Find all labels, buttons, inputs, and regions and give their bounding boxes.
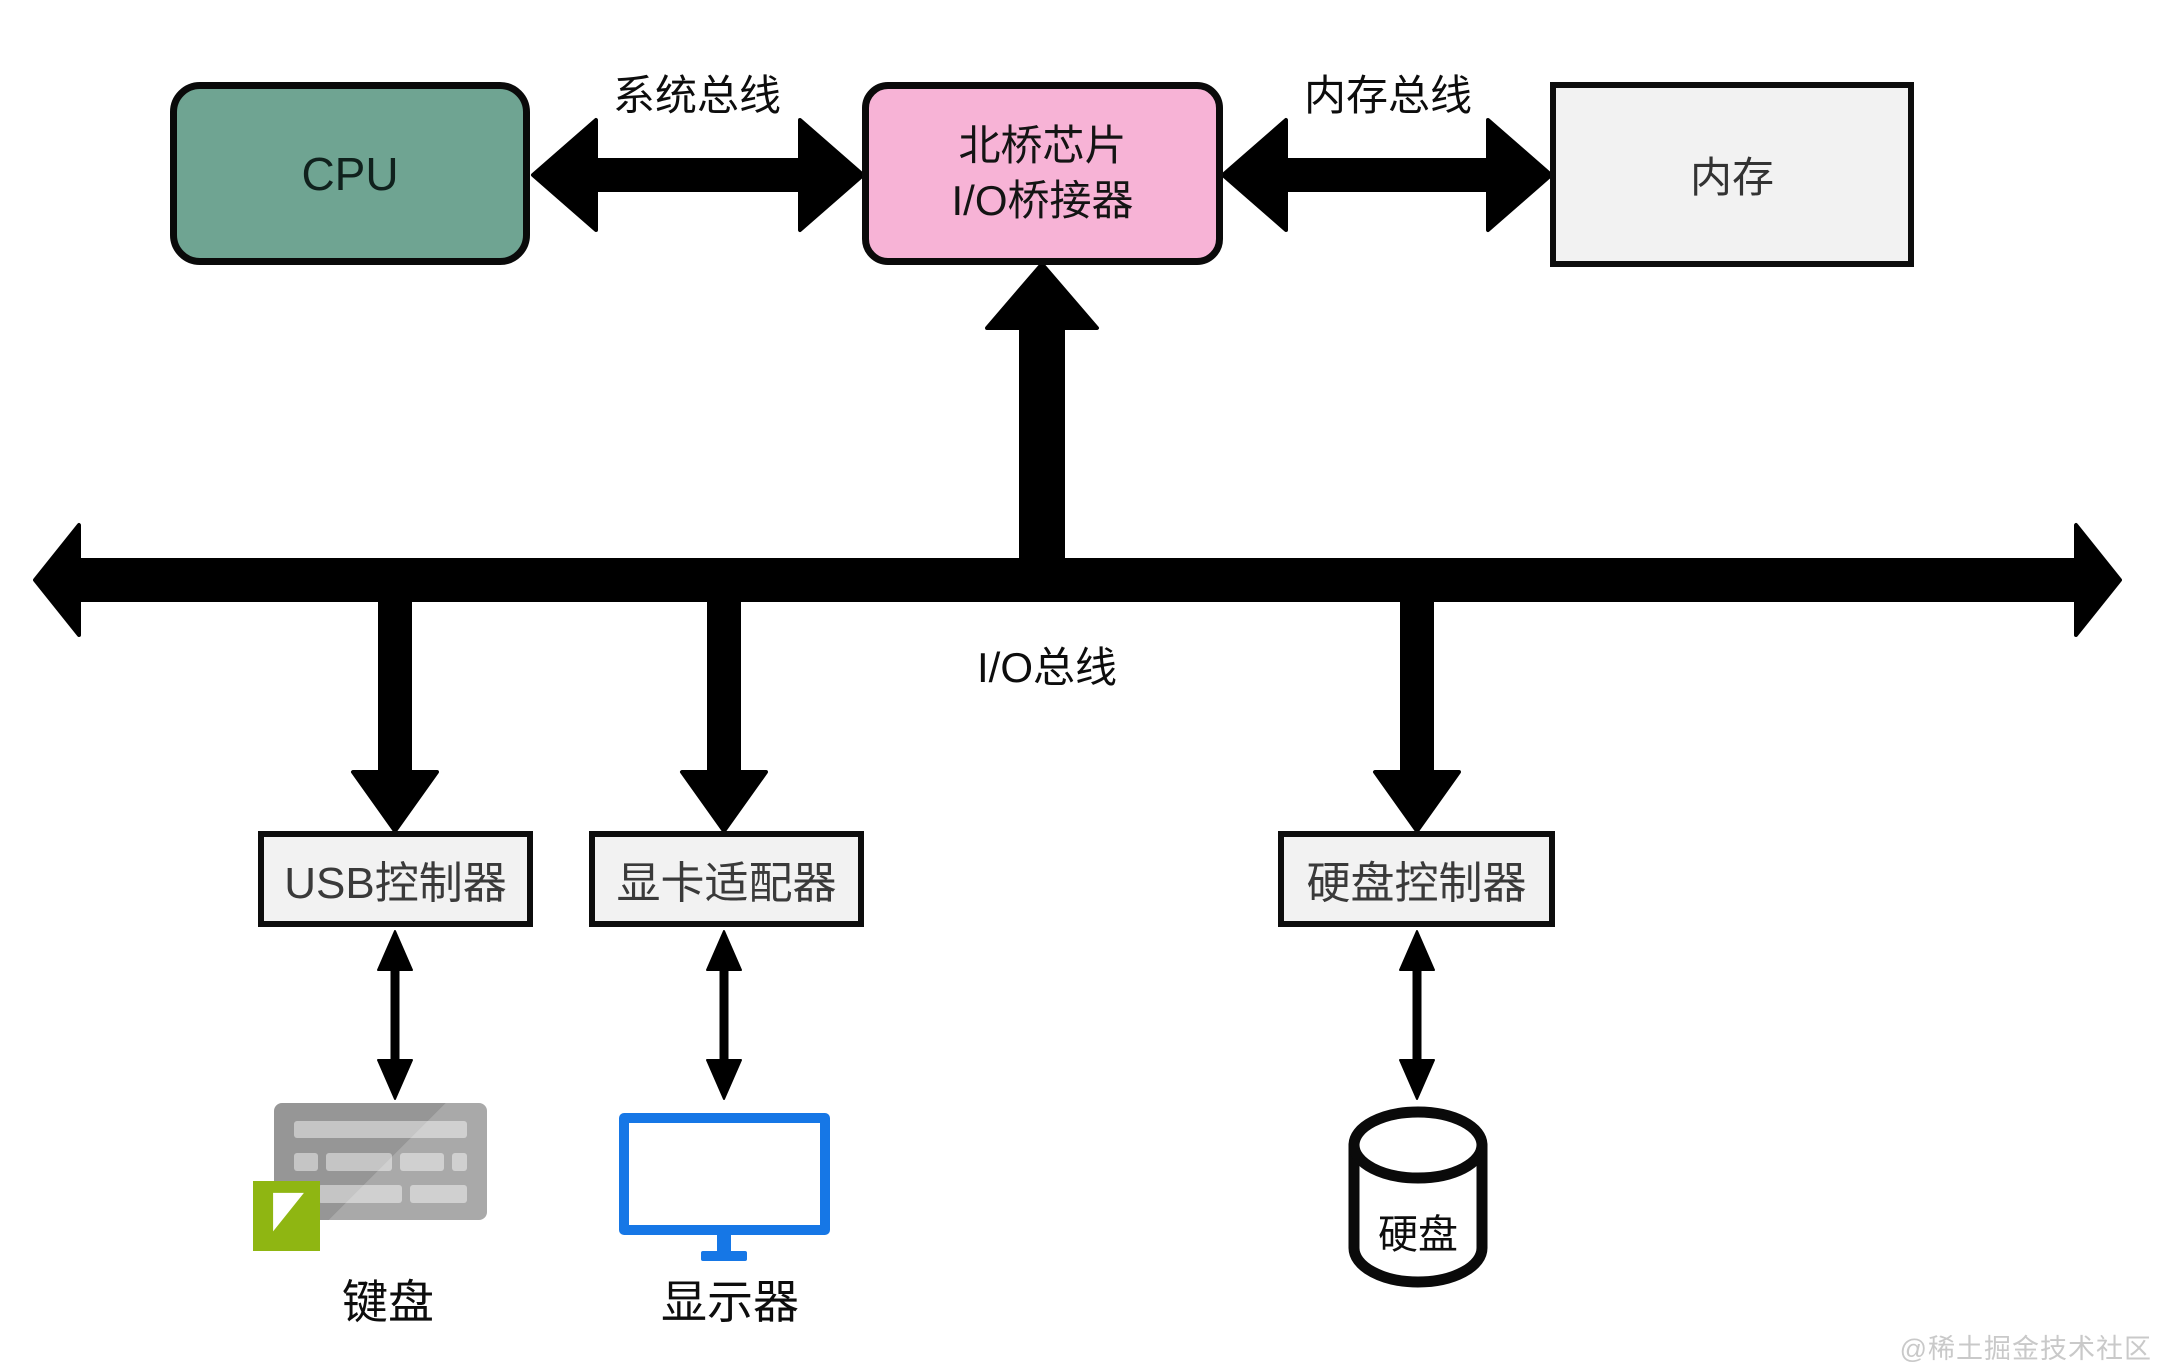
disk-controller-node: 硬盘控制器 <box>1278 831 1555 927</box>
graphics-adapter-label: 显卡适配器 <box>616 859 837 908</box>
io-bus-drop-graphics <box>680 596 768 833</box>
monitor-label: 显示器 <box>661 1276 799 1328</box>
keyboard-badge-triangle <box>273 1192 304 1232</box>
keyboard-key <box>294 1153 318 1171</box>
io-bus-drop-usb <box>351 596 439 833</box>
usb-keyboard-arrow <box>377 930 413 1100</box>
keyboard-label: 键盘 <box>342 1276 434 1328</box>
keyboard-key <box>400 1153 444 1171</box>
usb-controller-label: USB控制器 <box>284 859 507 908</box>
monitor-stand-base <box>701 1251 747 1261</box>
memory-label: 内存 <box>1689 154 1774 201</box>
northbridge-io-connector-arrow <box>985 262 1099 564</box>
graphics-monitor-arrow <box>706 930 742 1100</box>
memory-bus-label: 内存总线 <box>1303 72 1472 119</box>
disk-controller-disk-arrow <box>1399 930 1435 1100</box>
keyboard-key-row <box>294 1121 467 1138</box>
system-bus-arrow <box>531 118 865 232</box>
io-bus-bar <box>73 558 2082 602</box>
usb-controller-node: USB控制器 <box>258 831 533 927</box>
memory-node: 内存 <box>1550 82 1914 267</box>
keyboard-key <box>326 1153 392 1171</box>
graphics-adapter-node: 显卡适配器 <box>589 831 864 927</box>
cpu-label: CPU <box>301 147 399 200</box>
northbridge-label-line1: 北桥芯片 <box>958 121 1127 169</box>
keyboard-input-badge-icon <box>253 1181 320 1251</box>
memory-bus-arrow <box>1221 118 1553 232</box>
io-bus-left-arrowhead <box>33 523 81 637</box>
cpu-node: CPU <box>170 82 530 265</box>
northbridge-label-line2: I/O桥接器 <box>951 176 1134 224</box>
northbridge-node: 北桥芯片 I/O桥接器 <box>862 82 1223 265</box>
io-bus-right-arrowhead <box>2074 523 2122 637</box>
keyboard-key <box>410 1185 467 1203</box>
system-bus-label: 系统总线 <box>612 72 781 119</box>
keyboard-key <box>452 1153 467 1171</box>
watermark: @稀土掘金技术社区 <box>1899 1334 2152 1364</box>
io-bus-label: I/O总线 <box>976 644 1117 691</box>
disk-controller-label: 硬盘控制器 <box>1306 859 1527 908</box>
hard-disk-label: 硬盘 <box>1378 1213 1458 1257</box>
io-bus-drop-disk <box>1373 596 1461 833</box>
hard-disk-icon <box>1348 1106 1488 1288</box>
keyboard-spacebar-key <box>318 1185 402 1203</box>
monitor-stand-neck <box>717 1233 731 1253</box>
monitor-icon <box>619 1113 830 1235</box>
